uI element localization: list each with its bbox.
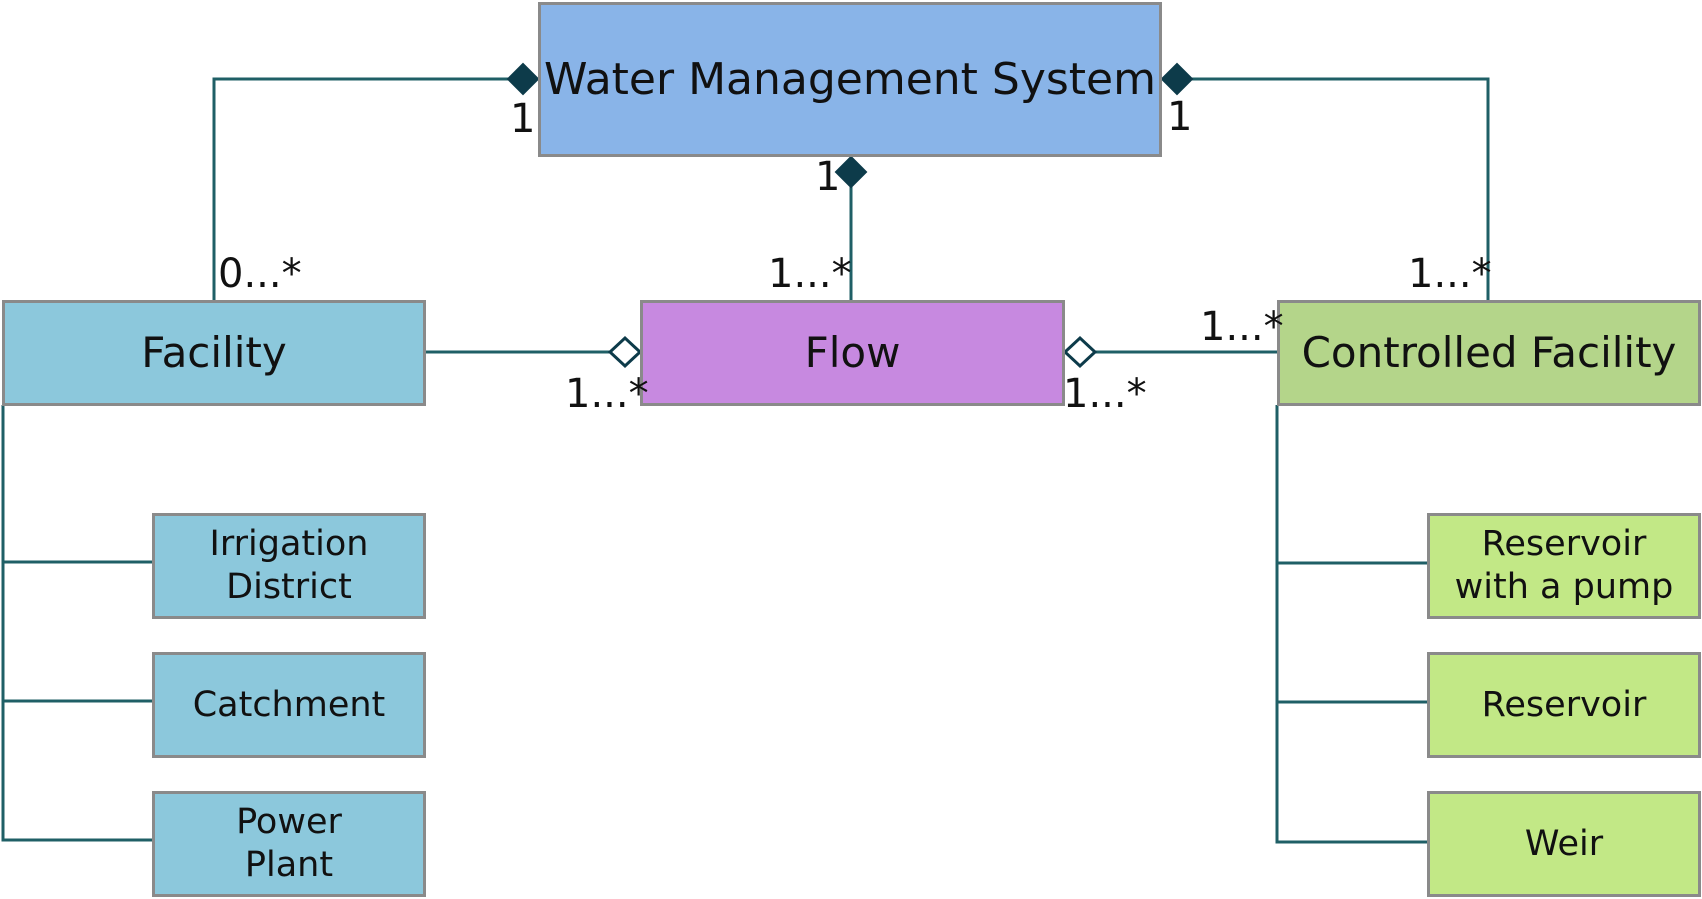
facility-label: Facility — [141, 328, 287, 378]
multiplicity-controlled-flow-right: 1...* — [1063, 371, 1147, 417]
composition-diamond-left — [506, 62, 540, 96]
reservoir-with-pump-box: Reservoir with a pump — [1427, 513, 1701, 619]
multiplicity-system-right: 1 — [1167, 94, 1193, 140]
line-facility-tree — [1, 405, 153, 842]
multiplicity-flow-top: 1...* — [768, 251, 852, 297]
aggregation-diamond-flow-right — [1062, 335, 1098, 369]
irrigation-district-box: Irrigation District — [152, 513, 426, 619]
weir-label: Weir — [1524, 823, 1604, 864]
line-controlled-tree — [1275, 405, 1428, 844]
line-controlled-system — [1192, 77, 1490, 300]
power-plant-label: Power Plant — [236, 802, 342, 885]
flow-label: Flow — [804, 328, 901, 378]
multiplicity-facility-flow-right: 1...* — [565, 371, 649, 417]
reservoir-box: Reservoir — [1427, 652, 1701, 758]
line-facility-system — [212, 77, 508, 302]
catchment-box: Catchment — [152, 652, 426, 758]
multiplicity-controlled-top: 1...* — [1408, 251, 1492, 297]
multiplicity-flow-controlled-left: 1...* — [1200, 304, 1284, 350]
controlled-facility-label: Controlled Facility — [1301, 328, 1677, 378]
multiplicity-facility-top: 0...* — [218, 251, 302, 297]
weir-box: Weir — [1427, 791, 1701, 897]
composition-diamond-right — [1160, 62, 1194, 96]
water-management-system-box: Water Management System — [538, 2, 1162, 157]
multiplicity-system-left: 1 — [510, 96, 536, 142]
reservoir-label: Reservoir — [1481, 684, 1647, 725]
flow-box: Flow — [640, 300, 1065, 406]
controlled-facility-box: Controlled Facility — [1277, 300, 1701, 406]
water-management-system-label: Water Management System — [544, 53, 1156, 105]
multiplicity-system-bottom: 1 — [815, 154, 841, 200]
composition-diamond-bottom — [834, 155, 868, 189]
power-plant-box: Power Plant — [152, 791, 426, 897]
catchment-label: Catchment — [192, 684, 386, 725]
aggregation-diamond-flow-left — [607, 335, 643, 369]
facility-box: Facility — [2, 300, 426, 406]
irrigation-district-label: Irrigation District — [209, 524, 369, 607]
reservoir-with-pump-label: Reservoir with a pump — [1454, 524, 1674, 607]
